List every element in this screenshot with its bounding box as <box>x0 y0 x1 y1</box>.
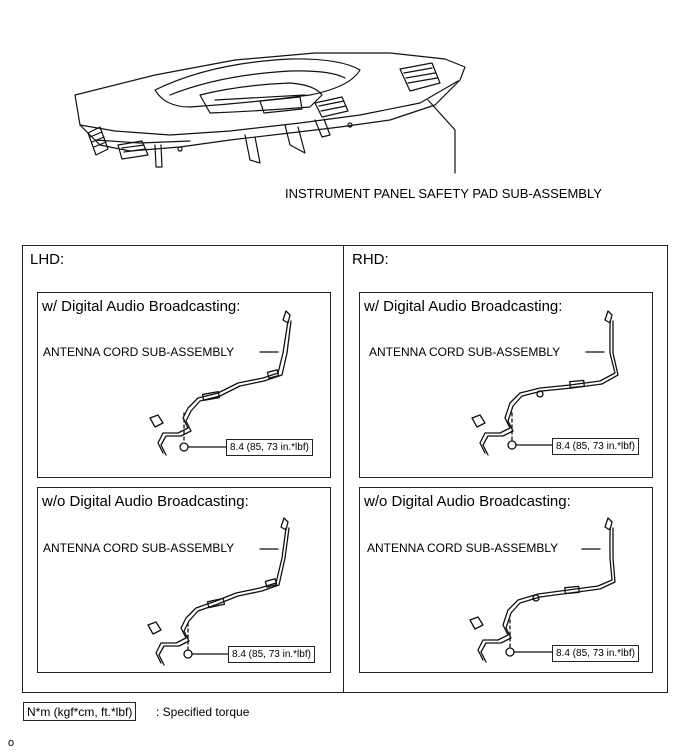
box-title: w/ Digital Audio Broadcasting: <box>42 298 241 315</box>
antenna-cord-label: ANTENNA CORD SUB-ASSEMBLY <box>43 541 235 555</box>
torque-spec: 8.4 (85, 73 in.*lbf) <box>226 439 313 456</box>
rhd-dab-box: w/ Digital Audio Broadcasting: ANTENNA C… <box>359 292 653 478</box>
antenna-cord-label: ANTENNA CORD SUB-ASSEMBLY <box>43 345 235 359</box>
rhd-label: RHD: <box>352 251 389 268</box>
antenna-cord-illustration <box>147 517 290 666</box>
lhd-label: LHD: <box>30 251 65 268</box>
lhd-dab-box: w/ Digital Audio Broadcasting: ANTENNA C… <box>37 292 331 478</box>
side-divider <box>343 245 344 693</box>
antenna-cord-illustration <box>471 310 619 456</box>
instrument-panel-illustration <box>74 52 466 174</box>
box-title: w/o Digital Audio Broadcasting: <box>42 493 249 510</box>
antenna-cord-illustration <box>469 517 616 663</box>
antenna-cord-illustration <box>149 310 292 456</box>
rhd-nodab-box: w/o Digital Audio Broadcasting: ANTENNA … <box>359 487 653 673</box>
lhd-nodab-box: w/o Digital Audio Broadcasting: ANTENNA … <box>37 487 331 673</box>
antenna-cord-label: ANTENNA CORD SUB-ASSEMBLY <box>369 345 561 359</box>
box-title: w/o Digital Audio Broadcasting: <box>364 493 571 510</box>
torque-spec: 8.4 (85, 73 in.*lbf) <box>228 646 315 663</box>
antenna-cord-label: ANTENNA CORD SUB-ASSEMBLY <box>367 541 559 555</box>
torque-legend-text: : Specified torque <box>156 705 250 719</box>
torque-spec: 8.4 (85, 73 in.*lbf) <box>552 645 639 662</box>
outer-frame <box>22 245 668 693</box>
page-code: o <box>8 737 15 749</box>
torque-unit-legend-box: N*m (kgf*cm, ft.*lbf) <box>23 702 137 721</box>
torque-spec: 8.4 (85, 73 in.*lbf) <box>552 438 639 455</box>
box-title: w/ Digital Audio Broadcasting: <box>364 298 563 315</box>
panel-caption: INSTRUMENT PANEL SAFETY PAD SUB-ASSEMBLY <box>285 186 602 201</box>
